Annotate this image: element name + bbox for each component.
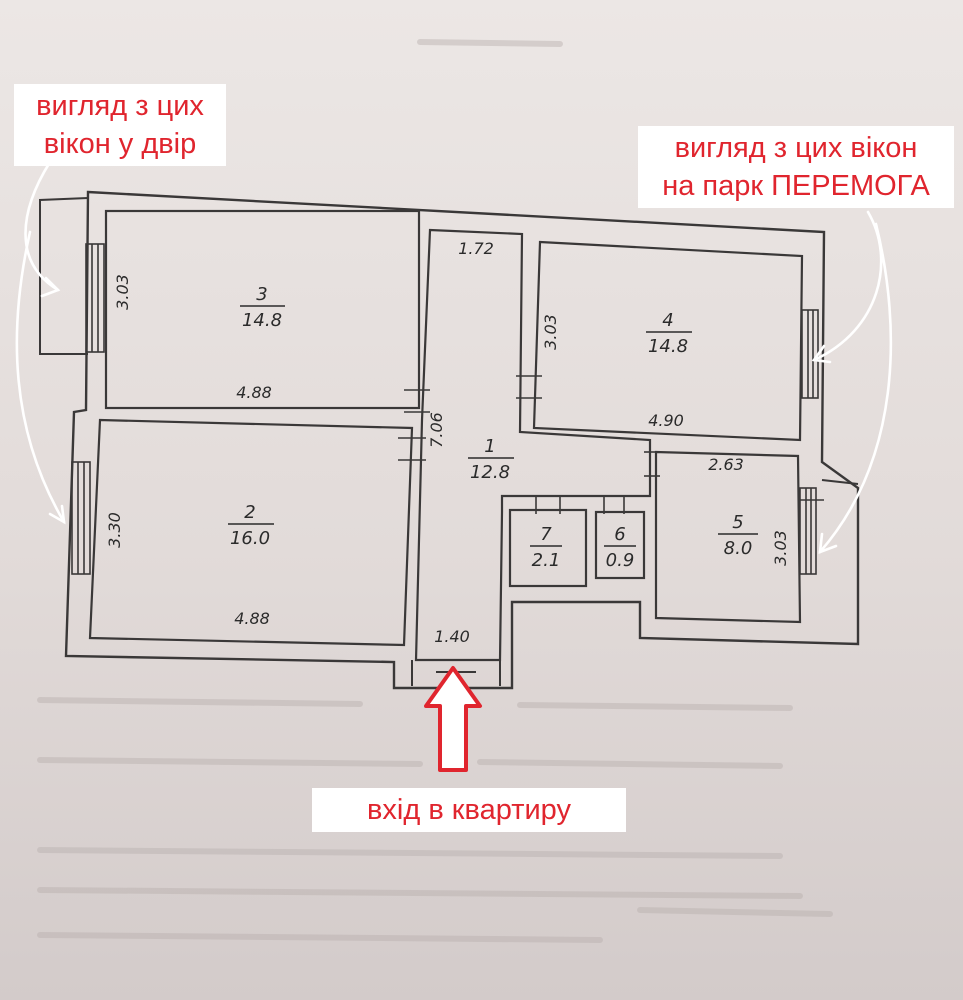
room-3-outline [104, 209, 421, 410]
view-arrows [15, 160, 893, 554]
dim-room-5-height: 3.03 [771, 530, 790, 566]
hallway-outline [414, 228, 652, 662]
right-balcony [821, 479, 859, 485]
dim-hall-length: 7.06 [427, 412, 446, 448]
plan-labels: 3.03 3 14.8 4.88 3.30 2 16.0 4.88 1.72 7… [105, 239, 790, 646]
dim-room-2-height: 3.30 [105, 512, 124, 548]
window-room-3 [85, 243, 105, 353]
room-6-area: 0.9 [606, 550, 635, 571]
arrow-park-room-4 [812, 210, 883, 362]
dim-room-4-height: 3.03 [541, 314, 560, 350]
room-6-number: 6 [614, 524, 625, 545]
room-6-outline [594, 510, 646, 580]
window-room-5 [799, 487, 817, 575]
arrow-courtyard-room-2 [15, 230, 66, 524]
dim-room-4-width: 4.90 [648, 411, 684, 430]
arrow-courtyard-room-3 [24, 160, 60, 292]
park-view-callout: вигляд з цих вікон на парк ПЕРЕМОГА [638, 126, 954, 208]
room-1-area: 12.8 [470, 462, 510, 483]
courtyard-callout-line-1: вигляд з цих [36, 90, 204, 122]
room-3-area: 14.8 [242, 310, 282, 331]
courtyard-callout-line-2: вікон у двір [43, 128, 197, 160]
room-2-number: 2 [244, 502, 255, 523]
windows [71, 243, 819, 575]
room-5-number: 5 [732, 512, 743, 533]
entrance-callout-label: вхід в квартиру [367, 794, 571, 826]
dim-hall-top: 1.72 [458, 239, 494, 258]
dim-room-2-width: 4.88 [234, 609, 270, 628]
room-4-outline [532, 240, 804, 442]
room-2-outline [88, 418, 414, 647]
room-5-outline [654, 450, 802, 624]
entrance-arrow-icon [424, 666, 482, 772]
dim-room-3-height: 3.03 [113, 274, 132, 310]
room-5-area: 8.0 [724, 538, 753, 559]
background-text-lines [37, 39, 833, 943]
room-4-number: 4 [662, 310, 673, 331]
room-7-number: 7 [540, 524, 552, 545]
entrance-callout: вхід в квартиру [312, 788, 626, 832]
arrow-park-room-5 [818, 222, 893, 554]
park-callout-line-1: вигляд з цих вікон [674, 132, 918, 164]
dim-room-3-width: 4.88 [236, 383, 272, 402]
window-room-4 [801, 309, 819, 399]
left-balcony [39, 197, 89, 355]
room-7-area: 2.1 [532, 550, 561, 571]
room-4-area: 14.8 [648, 336, 688, 357]
door-ticks [398, 375, 824, 514]
room-1-number: 1 [484, 436, 495, 457]
room-2-area: 16.0 [230, 528, 270, 549]
courtyard-view-callout: вигляд з цих вікон у двір [14, 84, 226, 166]
dim-hall-bottom: 1.40 [434, 627, 470, 646]
room-3-number: 3 [256, 284, 267, 305]
window-room-2 [71, 461, 91, 575]
dim-room-5-width: 2.63 [708, 455, 744, 474]
outer-wall [64, 190, 860, 690]
park-callout-line-2: на парк ПЕРЕМОГА [662, 170, 930, 202]
room-7-outline [508, 508, 588, 588]
